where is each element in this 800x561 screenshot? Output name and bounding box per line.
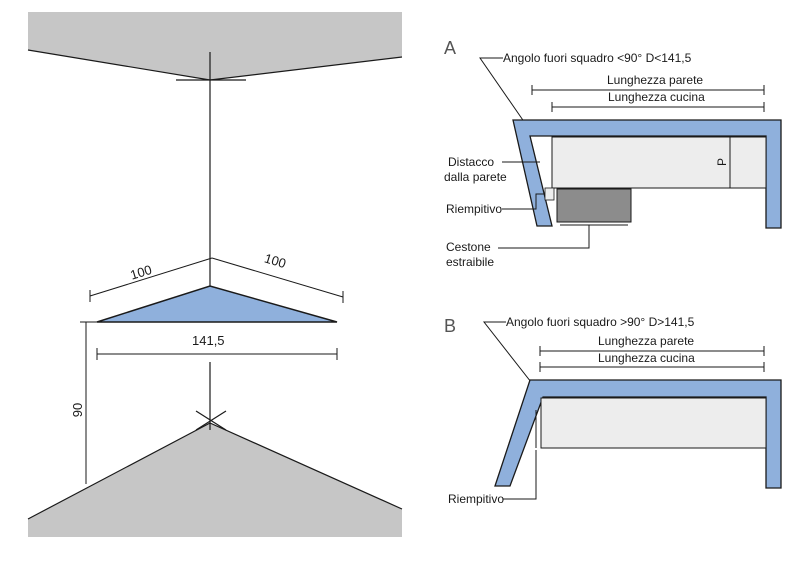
- diagram-a-letter: A: [444, 38, 456, 58]
- dim-hypotenuse-label: 141,5: [192, 333, 225, 348]
- bottom-cross-b: [195, 410, 227, 431]
- dim-side-b-label: 100: [263, 250, 288, 271]
- diagram-a-filler-label: Riempitivo: [446, 202, 502, 216]
- diagram-a-drawer-label-1: Cestone: [446, 240, 491, 254]
- diagram-a-title-leader: [479, 57, 528, 127]
- diagram-a-depth-symbol: P: [715, 158, 729, 166]
- dim-line-side-b: [211, 257, 344, 298]
- diagram-a: A Angolo fuori squadro <90° D<141,5 Lung…: [444, 38, 782, 269]
- diagram-b-cabinet: [540, 397, 767, 449]
- diagram-a-drawer-label-2: estraibile: [446, 255, 494, 269]
- diagram-b-wall-length-label: Lunghezza parete: [598, 334, 694, 348]
- diagram-b-title-leader: [482, 321, 532, 383]
- diagram-b-kitchen-length-label: Lunghezza cucina: [598, 351, 695, 365]
- diagram-b-title: Angolo fuori squadro >90° D>141,5: [506, 315, 695, 329]
- diagram-a-wall-length-label: Lunghezza parete: [607, 73, 703, 87]
- diagram-b-wall-shape: [494, 379, 782, 489]
- diagram-a-filler-leader: [502, 193, 545, 210]
- diagram-a-drawer-leader: [498, 225, 590, 249]
- diagram-a-kitchen-length-label: Lunghezza cucina: [608, 90, 705, 104]
- top-wall-shape: [28, 12, 402, 80]
- diagram-a-title: Angolo fuori squadro <90° D<141,5: [503, 51, 692, 65]
- diagram-b-filler-leader: [503, 450, 537, 500]
- diagram-b-filler-label: Riempitivo: [448, 492, 504, 506]
- diagram-a-gap-label-1: Distacco: [448, 155, 494, 169]
- diagram-a-filler: [544, 187, 555, 201]
- dim-line-side-a: [89, 257, 213, 297]
- diagram-b-letter: B: [444, 316, 456, 336]
- diagram-a-drawer: [556, 188, 632, 223]
- diagram-a-cabinet: [551, 136, 767, 189]
- left-figure: 100 100 141,5 90: [27, 12, 403, 537]
- dim-side-a-label: 100: [128, 262, 153, 283]
- diagram-a-gap-label-2: dalla parete: [444, 170, 507, 184]
- diagram-a-wall-shape: [512, 119, 782, 229]
- diagram-b: B Angolo fuori squadro >90° D>141,5 Lung…: [444, 315, 782, 506]
- bottom-wall-shape: [28, 423, 402, 537]
- corner-triangle: [96, 285, 338, 323]
- dim-depth-label: 90: [70, 403, 85, 417]
